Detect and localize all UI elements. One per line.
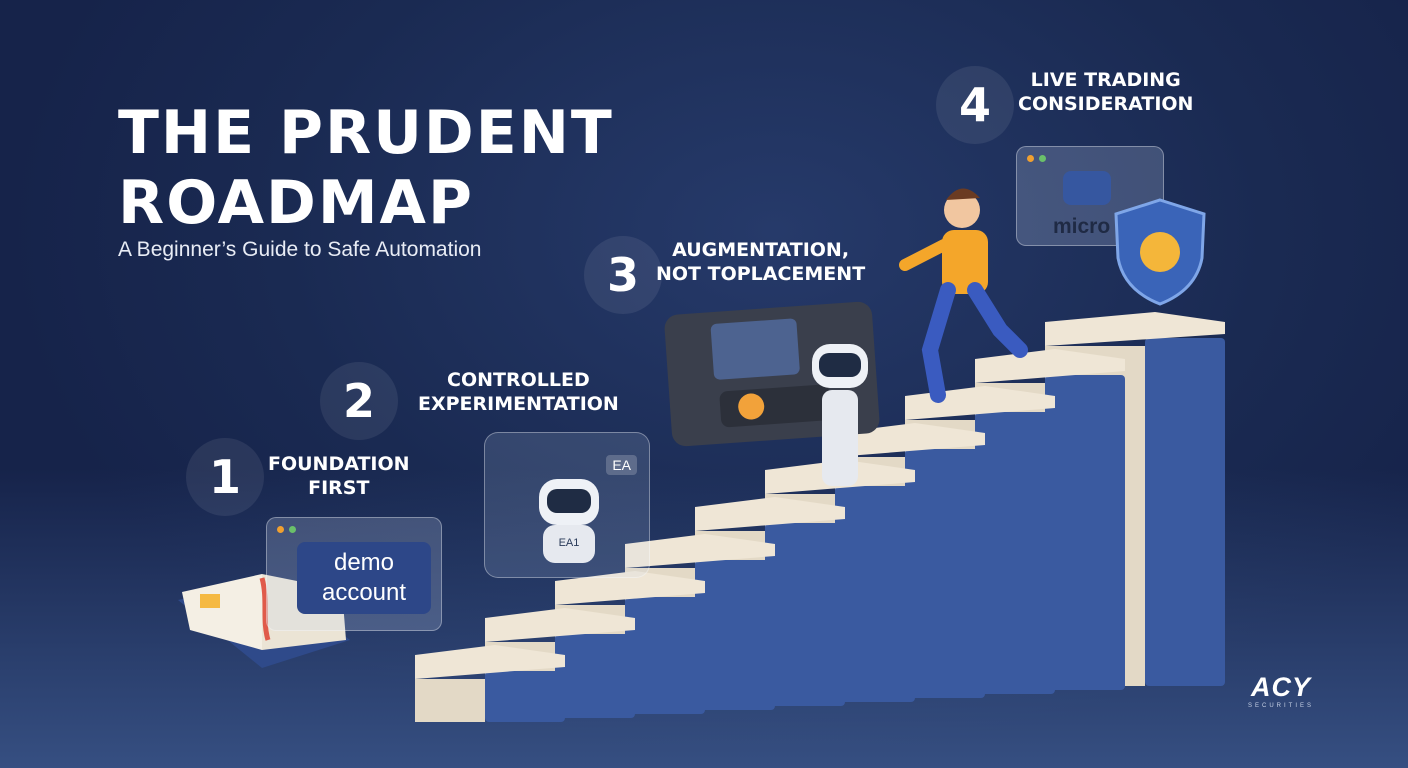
stair-riser — [415, 679, 485, 722]
stair-column — [1045, 375, 1125, 690]
logo-mark: ACY — [1251, 672, 1312, 702]
demo-account-button: demo account — [297, 542, 431, 614]
stair-column — [835, 486, 915, 702]
step-2-line2: EXPERIMENTATION — [418, 393, 619, 415]
demo-line2: account — [321, 579, 407, 606]
stair-top — [695, 497, 845, 531]
ea-tag: EA — [606, 455, 637, 475]
robot-icon — [812, 344, 868, 388]
stair-column — [625, 597, 705, 714]
stair-top — [625, 534, 775, 568]
step-3-label: AUGMENTATION,NOT TOPLACEMENT — [656, 238, 865, 286]
robot-body — [822, 390, 858, 486]
robot-chest-label: EA1 — [543, 525, 595, 563]
step-2-line1: CONTROLLED — [447, 369, 590, 391]
title-line-1: THE PRUDENT — [118, 98, 614, 168]
step-1-line1: FOUNDATION — [268, 453, 410, 475]
step-3-line2: NOT TOPLACEMENT — [656, 263, 866, 285]
acy-logo: ACY SECURITIES — [1248, 672, 1314, 709]
robot-head-icon — [539, 479, 599, 525]
stair-column — [695, 560, 775, 710]
stair-top — [415, 645, 565, 679]
subtitle: A Beginner’s Guide to Safe Automation — [118, 238, 482, 261]
stair-column — [905, 449, 985, 698]
step-4-line1: LIVE TRADING — [1030, 69, 1181, 91]
logo-tagline: SECURITIES — [1248, 703, 1315, 709]
stair-top — [1045, 312, 1225, 346]
page-title: THE PRUDENT ROADMAP — [118, 98, 614, 238]
stair-top — [975, 349, 1125, 383]
step-4-badge: 4 — [936, 66, 1014, 144]
step-2-badge: 2 — [320, 362, 398, 440]
title-line-2: ROADMAP — [118, 168, 474, 238]
demo-line1: demo — [333, 549, 395, 576]
step-3-badge: 3 — [584, 236, 662, 314]
window-controls — [277, 526, 296, 533]
stair-column — [555, 634, 635, 718]
stair-top — [555, 571, 705, 605]
stair-column — [765, 523, 845, 706]
demo-account-window: demo account — [266, 517, 442, 631]
ea-test-container: EA EA1 — [484, 432, 650, 578]
stair-column — [1145, 338, 1225, 686]
stair-top — [485, 608, 635, 642]
step-4-line2: CONSIDERATION — [1018, 93, 1194, 115]
stair-column — [485, 671, 565, 722]
window-controls — [1027, 155, 1046, 162]
step-1-line2: FIRST — [308, 477, 370, 499]
step-3-line1: AUGMENTATION, — [672, 239, 850, 261]
step-1-badge: 1 — [186, 438, 264, 516]
stair-column — [975, 412, 1055, 694]
micro-label: micro — [1053, 215, 1111, 238]
